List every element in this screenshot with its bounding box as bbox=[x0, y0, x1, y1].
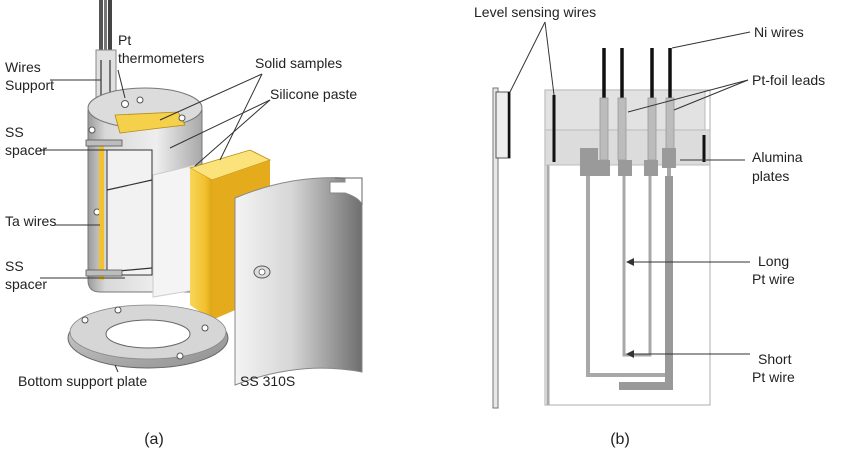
leader-lines-b bbox=[509, 21, 751, 355]
label-solid-samples: Solid samples bbox=[255, 55, 342, 71]
arrowhead-long bbox=[626, 258, 634, 266]
side-view-rod bbox=[492, 87, 511, 409]
label-bottom-support-plate: Bottom support plate bbox=[18, 373, 147, 389]
label-pt-thermometers-1: Pt bbox=[118, 32, 131, 48]
label-wires-support-1: Wires bbox=[5, 59, 41, 75]
leader-lines-a bbox=[40, 69, 271, 373]
ss310s-shell bbox=[234, 177, 363, 386]
label-ss-310s: SS 310S bbox=[240, 373, 295, 389]
label-wires-support-2: Support bbox=[5, 77, 54, 93]
label-pt-foil-leads: Pt-foil leads bbox=[752, 72, 825, 88]
short-pt-wire bbox=[622, 176, 652, 357]
label-silicone-paste: Silicone paste bbox=[270, 86, 357, 102]
panel-a: Wires Support Pt thermometers Solid samp… bbox=[5, 0, 363, 448]
bottom-support-plate bbox=[67, 304, 229, 369]
alumina-plate-bottom bbox=[544, 129, 711, 166]
label-alumina-1: Alumina bbox=[752, 149, 803, 165]
label-ni-wires: Ni wires bbox=[754, 24, 804, 40]
label-ss-spacer-top-2: spacer bbox=[5, 142, 47, 158]
label-short-pt-1: Short bbox=[758, 351, 792, 367]
caption-a: (a) bbox=[144, 431, 164, 448]
label-pt-thermometers-2: thermometers bbox=[118, 50, 204, 66]
label-short-pt-2: Pt wire bbox=[752, 369, 795, 385]
label-ta-wires: Ta wires bbox=[5, 213, 56, 229]
sample-holder-cylinder bbox=[85, 87, 203, 293]
label-ss-spacer-bottom-1: SS bbox=[5, 258, 24, 274]
silicone-paste-sheet bbox=[152, 164, 196, 298]
label-ss-spacer-bottom-2: spacer bbox=[5, 276, 47, 292]
caption-b: (b) bbox=[610, 431, 630, 448]
panel-b: Level sensing wires Ni wires Pt-foil lea… bbox=[474, 4, 825, 448]
label-alumina-2: plates bbox=[752, 168, 789, 184]
ni-wires bbox=[602, 48, 672, 100]
short-pt-wire-thick bbox=[619, 176, 673, 390]
label-long-pt-1: Long bbox=[758, 253, 789, 269]
arrowhead-short bbox=[626, 350, 634, 358]
label-level-sensing-wires: Level sensing wires bbox=[474, 4, 596, 20]
pt-wire-pads bbox=[580, 148, 676, 176]
label-ss-spacer-top-1: SS bbox=[5, 124, 24, 140]
label-long-pt-2: Pt wire bbox=[752, 271, 795, 287]
